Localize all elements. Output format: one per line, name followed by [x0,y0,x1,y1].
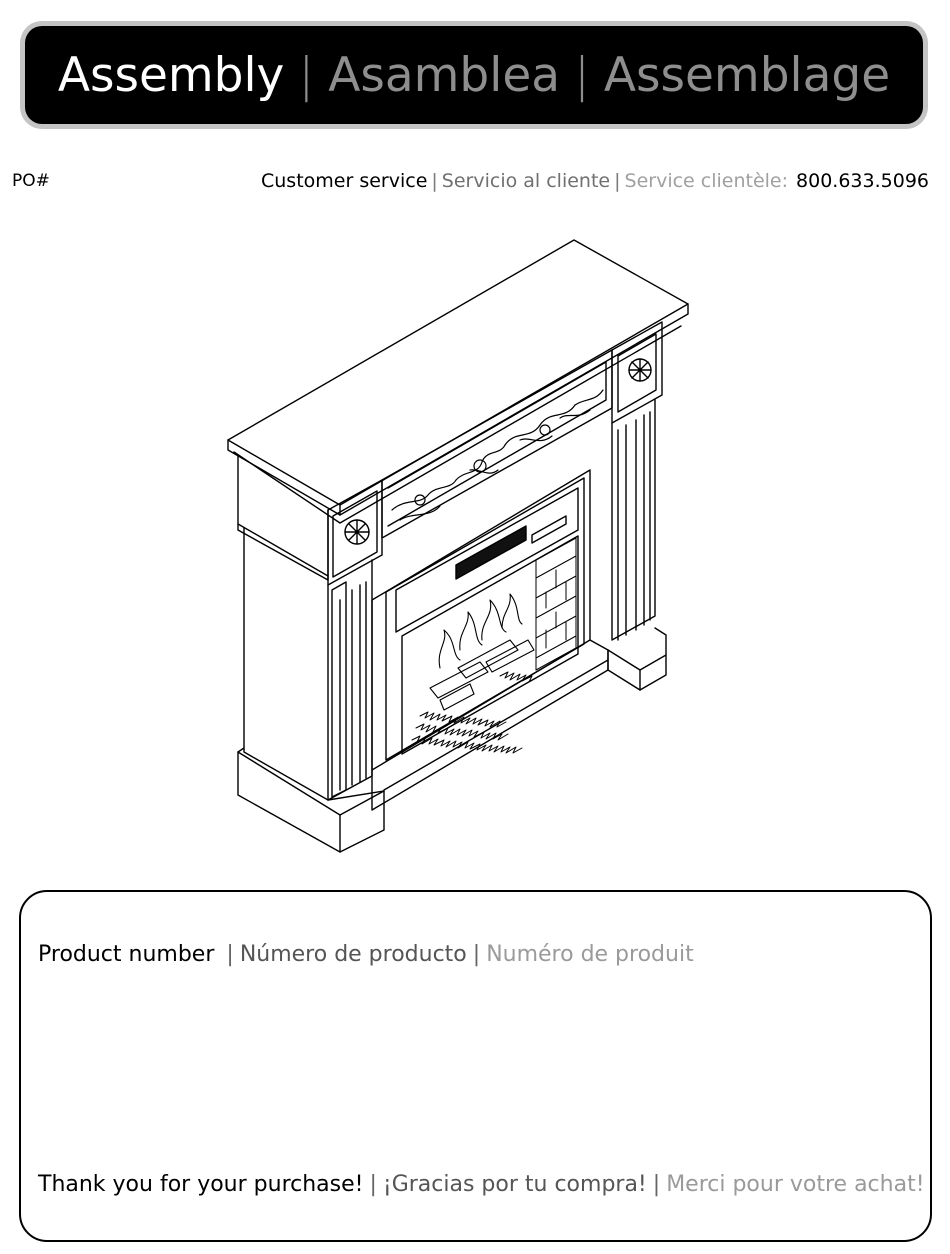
title-banner: Assembly | Asamblea | Assemblage [20,21,928,129]
firebox-glass [402,536,578,754]
right-rosette [629,359,651,381]
product-info-box: Product number|Número de producto|Numéro… [19,890,932,1242]
po-label: PO# [12,171,50,191]
thanks-es: ¡Gracias por tu compra! [383,1172,647,1197]
brick-wall [536,538,576,670]
title-french: Assemblage [604,48,890,103]
fireplace-illustration [0,200,950,880]
thanks-fr: Merci pour votre achat! [666,1172,924,1197]
customer-service-fr: Service clientèle: [625,170,789,192]
customer-service-line: Customer service|Servicio al cliente|Ser… [261,170,929,192]
line-separator: | [473,942,480,967]
product-number-fr: Numéro de produit [486,942,694,967]
title-banner-inner: Assembly | Asamblea | Assemblage [25,26,923,124]
title-separator: | [298,48,314,103]
mantel-top [228,240,688,505]
customer-service-es: Servicio al cliente [442,170,610,192]
cs-separator: | [614,170,620,192]
title-english: Assembly [58,48,285,103]
phone-number: 800.633.5096 [796,170,929,192]
title-spanish: Asamblea [328,48,560,103]
product-number-line: Product number|Número de producto|Numéro… [38,942,694,967]
left-base [238,752,340,852]
left-rosette [345,520,369,544]
flames [439,594,522,668]
product-number-es: Número de producto [240,942,467,967]
line-separator: | [653,1172,660,1197]
product-number-en: Product number [38,942,214,967]
cs-separator: | [431,170,437,192]
line-separator: | [369,1172,376,1197]
title-separator: | [574,48,590,103]
firebox-surround [372,470,590,770]
customer-service-en: Customer service [261,170,427,192]
thanks-en: Thank you for your purchase! [38,1172,363,1197]
scroll-ornament [392,390,603,520]
thanks-line: Thank you for your purchase!|¡Gracias po… [38,1172,925,1197]
line-separator: | [226,942,233,967]
